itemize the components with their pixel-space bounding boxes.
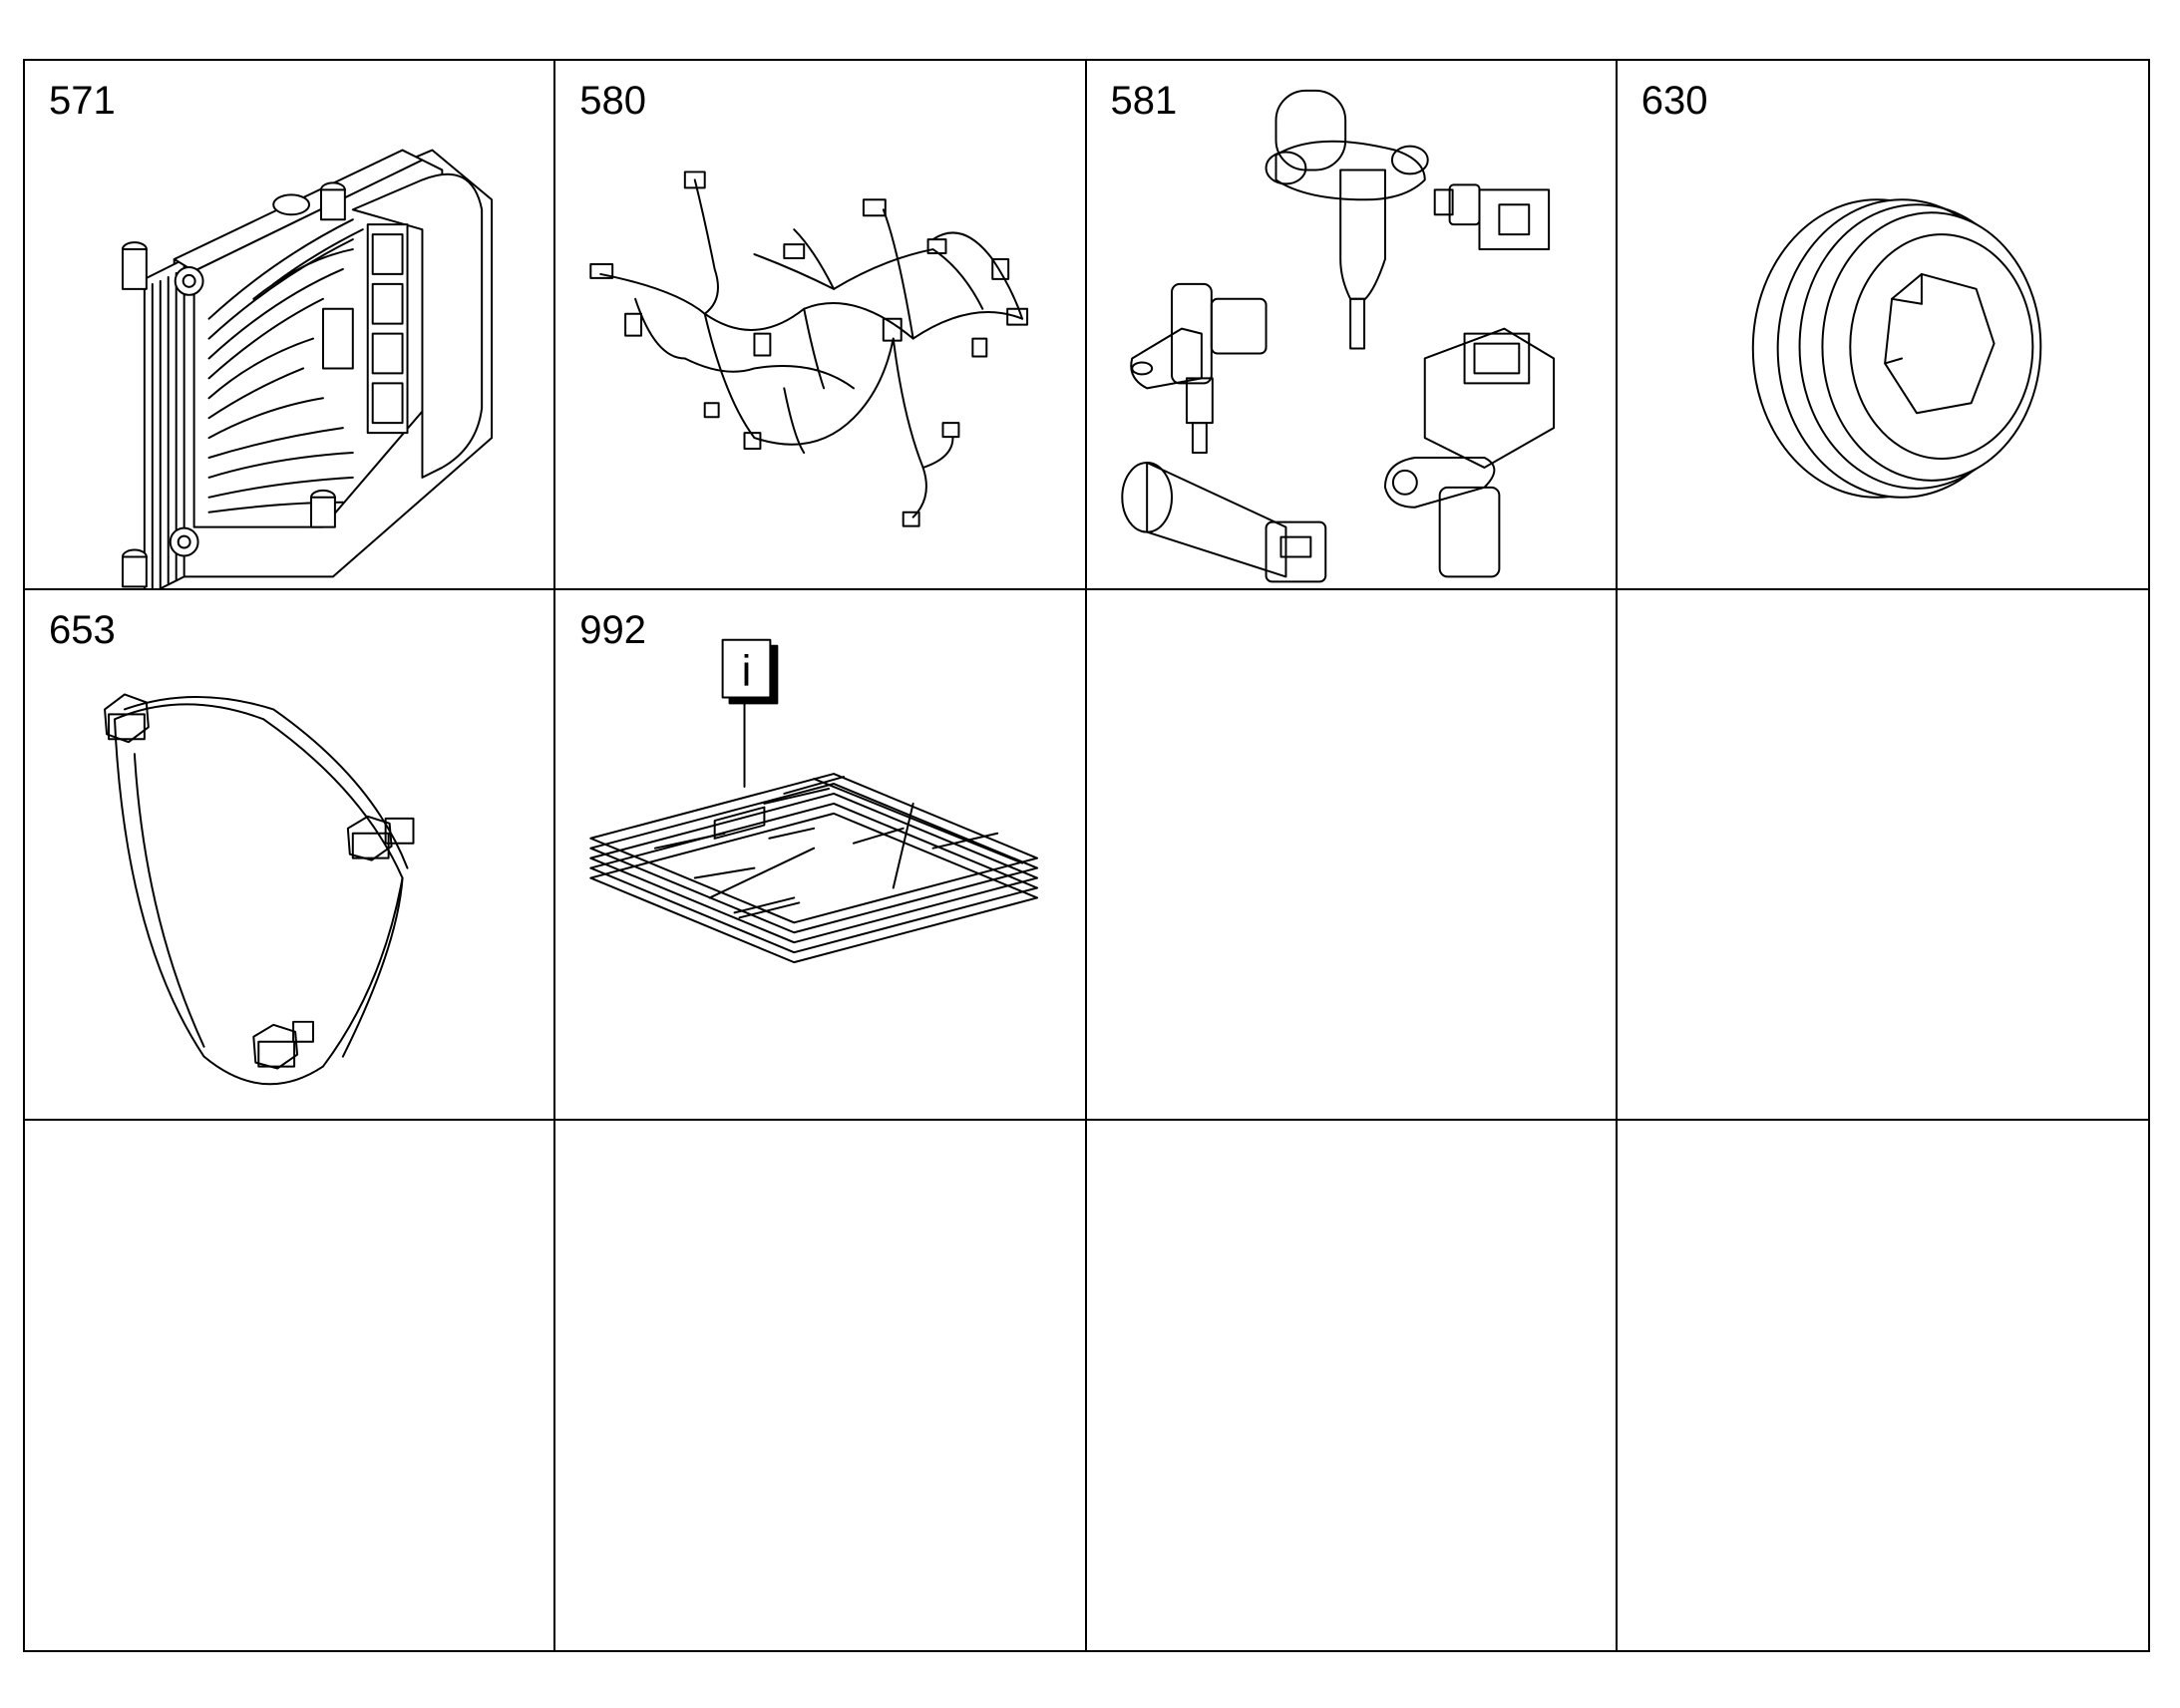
sensors-icon xyxy=(1120,89,1555,583)
part-cell-992[interactable]: 992 xyxy=(555,590,1087,1121)
part-number: 653 xyxy=(49,608,116,653)
cover-plate-icon xyxy=(104,693,415,1086)
empty-cell xyxy=(555,1120,1087,1650)
part-number: 992 xyxy=(579,608,646,653)
empty-cell xyxy=(1618,1121,2148,1650)
part-number: 581 xyxy=(1110,79,1178,123)
hex-plug-icon xyxy=(1751,198,2042,499)
empty-cell xyxy=(25,1120,556,1650)
part-cell-630[interactable]: 630 xyxy=(1617,61,2148,591)
part-cell-571[interactable]: 571 xyxy=(25,61,556,591)
empty-cell xyxy=(1617,590,2148,1121)
engine-control-module-icon xyxy=(121,149,494,589)
part-number: 630 xyxy=(1640,79,1708,123)
part-cell-580[interactable]: 580 xyxy=(555,61,1087,591)
empty-cell xyxy=(1086,590,1618,1121)
parts-grid: 571 xyxy=(23,59,2150,1652)
part-number: 571 xyxy=(49,79,116,123)
info-label: i xyxy=(742,647,752,696)
wiring-diagram-document-icon: i xyxy=(589,639,1039,964)
wiring-harness-icon xyxy=(589,171,1029,527)
empty-cell xyxy=(1087,1120,1618,1650)
part-number: 580 xyxy=(579,79,646,123)
part-cell-581[interactable]: 581 xyxy=(1086,61,1618,591)
part-cell-653[interactable]: 653 xyxy=(25,590,556,1121)
